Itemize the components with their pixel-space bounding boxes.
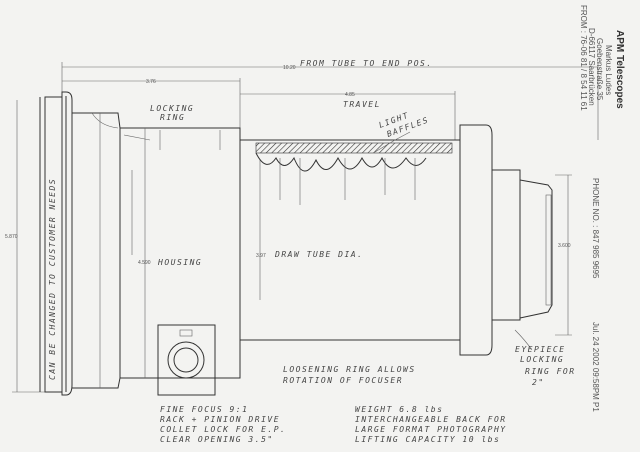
height-dimension: 5.870 [5,234,18,240]
housing-length-dimension: 3.76 [146,79,156,85]
spec-line: COLLET LOCK FOR E.P. [160,425,286,434]
phone-number: PHONE NO. : 847 985 9695 [591,178,600,279]
spec-line: CLEAR OPENING 3.5" [160,435,274,444]
eyepiece-label-2: LOCKING [520,355,564,364]
contact-name: Markus Ludes [604,45,613,95]
street: Goebenstraße 35 [595,38,604,101]
spec-line: WEIGHT 6.8 lbs [355,405,443,414]
fax-date: Jul. 24 2002 09:58PM P1 [591,322,600,412]
eyepiece-label-1: EYEPIECE [515,345,566,354]
travel-dimension: 4.85 [345,92,355,98]
locking-ring-label-2: RING [160,113,185,122]
specs-right: WEIGHT 6.8 lbs INTERCHANGEABLE BACK FOR … [355,405,507,444]
drawtube-label: DRAW TUBE DIA. [274,250,363,259]
drawtube-dimension: 3.97 [256,253,266,259]
spec-line: INTERCHANGEABLE BACK FOR [355,415,507,424]
city: D-66117 Saarbrücken [587,28,596,106]
fax-header: APM Telescopes Markus Ludes Goebenstraße… [579,5,625,412]
specs-left: FINE FOCUS 9:1 RACK + PINION DRIVE COLLE… [160,405,286,444]
loosening-label-1: LOOSENING RING ALLOWS [283,365,416,374]
focus-knob [157,324,216,396]
locking-ring-label-1: LOCKING [150,104,194,113]
overall-dimension: 10.20 [283,65,296,71]
overall-note: FROM TUBE TO END POS. [300,59,433,68]
housing-label: HOUSING [157,258,202,267]
eyepiece-dimension: 3.600 [558,243,571,249]
spec-line: LIFTING CAPACITY 10 lbs [355,435,500,444]
side-note: CAN BE CHANGED TO CUSTOMER NEEDS [48,178,57,380]
travel-label: TRAVEL [343,100,381,109]
dimension-lines [12,62,599,393]
tube-adapter [39,91,73,396]
eyepiece-label-4: 2" [532,378,545,387]
spec-line: RACK + PINION DRIVE [160,415,280,424]
draw-tube [239,139,461,341]
loosening-label-2: ROTATION OF FOCUSER [283,376,403,385]
company-name: APM Telescopes [614,30,625,109]
spec-line: FINE FOCUS 9:1 [160,405,248,414]
eyepiece-holder [459,124,553,356]
eyepiece-label-3: RING FOR [525,367,576,376]
spec-line: LARGE FORMAT PHOTOGRAPHY [355,425,507,434]
fax-from: FROM : 76-06 81 / 8 54 11 61 [579,5,588,111]
housing-dimension: 4.590 [138,260,151,266]
